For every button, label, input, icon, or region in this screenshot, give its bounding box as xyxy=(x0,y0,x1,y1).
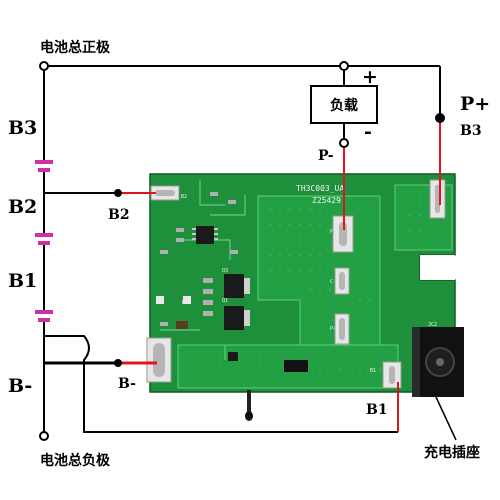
p-minus-label: P- xyxy=(318,148,334,164)
load-minus-sign: - xyxy=(364,121,372,143)
white-led-2 xyxy=(156,296,164,304)
battery-cells xyxy=(35,160,53,322)
pcb-code-text: Z25429 xyxy=(312,196,341,205)
terminal-load-top xyxy=(339,61,349,71)
b2-label: B2 xyxy=(8,196,37,218)
b1-pad-label: B1 xyxy=(366,402,388,418)
b3-label: B3 xyxy=(8,117,37,139)
dc-charge-jack xyxy=(412,327,464,397)
load-label: 负载 xyxy=(330,97,358,114)
pad-b-minus xyxy=(146,337,172,383)
mosfet-tab-q1 xyxy=(244,310,250,326)
load-box: 负载 xyxy=(310,85,378,124)
mosfet-q1 xyxy=(224,306,244,330)
junctions xyxy=(39,61,445,441)
junction-b-minus xyxy=(114,359,122,367)
pad-b1 xyxy=(382,361,402,389)
silk-q3: Q3 xyxy=(222,268,228,274)
via-dots xyxy=(199,199,431,371)
load-plus-sign: + xyxy=(362,66,378,88)
white-led xyxy=(183,296,191,304)
silk-b2: B2 xyxy=(181,194,187,200)
terminal-load-bottom xyxy=(339,138,349,148)
charge-jack-label: 充电插座 xyxy=(424,444,480,461)
cell-b1 xyxy=(35,310,53,322)
b-minus-label: B- xyxy=(8,375,32,397)
junction-p-plus xyxy=(435,113,445,123)
thermistor xyxy=(245,390,253,421)
capacitor xyxy=(176,321,188,329)
pcb-model-text: TH3C003_UA xyxy=(296,184,344,193)
wiring xyxy=(43,65,441,436)
b-minus-pad-label: B- xyxy=(118,376,136,392)
b2-pad-label: B2 xyxy=(108,207,130,223)
silk-b1: B1 xyxy=(370,368,376,374)
wire-b1-return xyxy=(44,335,398,433)
b1-label: B1 xyxy=(8,270,37,292)
mosfet-q3 xyxy=(224,274,244,298)
pcb-board: TH3C003_UA Z25429 B2 B3 B1 P- C- P+ B- J… xyxy=(146,173,464,421)
bottom-negative-label: 电池总负极 xyxy=(40,452,111,469)
red-leads xyxy=(118,118,441,432)
mosfet-tab-q3 xyxy=(244,278,250,294)
silk-p-plus: P+ xyxy=(330,326,336,332)
transistor xyxy=(284,360,308,372)
junction-b2 xyxy=(114,189,122,197)
ic-chip-pins xyxy=(192,228,218,240)
pad-p-plus xyxy=(334,313,350,345)
smd-resistors xyxy=(160,192,238,326)
p-plus-label: P+ xyxy=(460,93,490,115)
pad-c-minus xyxy=(334,267,350,295)
charge-jack-pointer xyxy=(435,396,457,441)
terminal-bottom-left xyxy=(39,431,49,441)
silk-jc2: JC2 xyxy=(428,322,437,328)
b3-right-label: B3 xyxy=(460,123,482,139)
pad-b3 xyxy=(429,179,446,219)
diode xyxy=(228,352,238,361)
ic-chip xyxy=(196,226,214,244)
pcb-notch-gap xyxy=(420,255,455,280)
top-positive-label: 电池总正极 xyxy=(40,39,111,56)
terminal-top-left xyxy=(39,61,49,71)
cell-b2 xyxy=(35,233,53,245)
cell-b3 xyxy=(35,160,53,172)
silk-c-minus: C- xyxy=(330,279,336,285)
silk-q1: Q1 xyxy=(222,298,228,304)
